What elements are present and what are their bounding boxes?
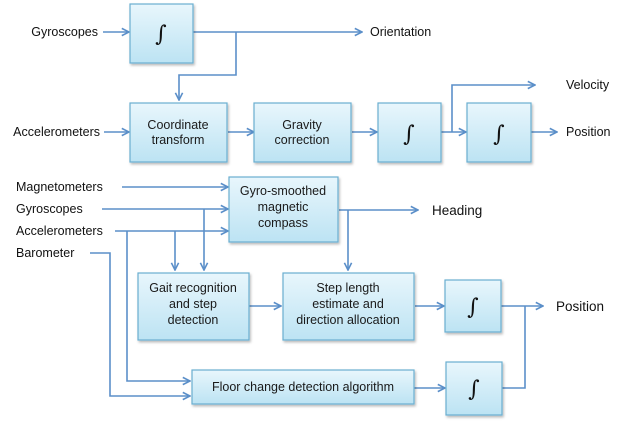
integral-icon: ∫: [403, 122, 415, 147]
block-integrator-4: ∫: [444, 279, 502, 333]
block-label-line: Gait recognition: [149, 281, 237, 295]
output-position-top: Position: [566, 125, 611, 139]
integral-icon: ∫: [467, 295, 479, 320]
wire-int1-to-transform: [179, 32, 237, 100]
input-gyroscopes-bottom: Gyroscopes: [16, 202, 83, 216]
block-coordinate-transform: Coordinate transform: [129, 102, 228, 163]
block-integrator-3: ∫: [466, 102, 532, 163]
block-label-line: detection: [168, 313, 219, 327]
input-barometer: Barometer: [16, 246, 74, 260]
block-integrator-1: ∫: [129, 3, 194, 64]
block-step-length-estimate: Step length estimate and direction alloc…: [282, 272, 415, 341]
block-label-line: Step length: [316, 281, 379, 295]
block-floor-change-detection: Floor change detection algorithm: [191, 369, 415, 405]
block-label-line: estimate and: [312, 297, 384, 311]
block-label-line: Gravity: [282, 118, 322, 132]
block-integrator-2: ∫: [377, 102, 442, 163]
block-integrator-5: ∫: [445, 361, 503, 416]
block-label-line: Gyro-smoothed: [240, 184, 326, 198]
block-label-line: transform: [152, 133, 205, 147]
integral-icon: ∫: [155, 22, 167, 47]
block-label-line: Floor change detection algorithm: [212, 380, 394, 394]
output-velocity: Velocity: [566, 78, 610, 92]
block-gyro-smoothed-compass: Gyro-smoothed magnetic compass: [228, 176, 339, 243]
block-label-line: direction allocation: [296, 313, 400, 327]
block-label-line: correction: [275, 133, 330, 147]
block-label-line: compass: [258, 216, 308, 230]
block-label-line: and step: [169, 297, 217, 311]
output-heading: Heading: [432, 203, 482, 218]
wire-baro-to-floor: [90, 252, 190, 396]
block-gait-recognition: Gait recognition and step detection: [137, 272, 250, 341]
integral-icon: ∫: [468, 377, 480, 402]
top-wires: [103, 32, 557, 132]
input-magnetometers: Magnetometers: [16, 180, 103, 194]
input-accelerometers-top: Accelerometers: [13, 125, 100, 139]
block-label-line: magnetic: [258, 200, 309, 214]
input-accelerometers-bottom: Accelerometers: [16, 224, 103, 238]
bottom-wires: [90, 187, 543, 396]
integral-icon: ∫: [493, 122, 505, 147]
block-label-line: Coordinate: [147, 118, 208, 132]
output-position-bottom: Position: [556, 299, 604, 314]
block-gravity-correction: Gravity correction: [253, 102, 352, 163]
wire-int2-to-velocity: [451, 85, 535, 132]
wire-accel-to-floor: [126, 231, 190, 381]
wire-int5-to-position: [502, 306, 526, 389]
input-gyroscopes-top: Gyroscopes: [31, 25, 98, 39]
output-orientation: Orientation: [370, 25, 431, 39]
